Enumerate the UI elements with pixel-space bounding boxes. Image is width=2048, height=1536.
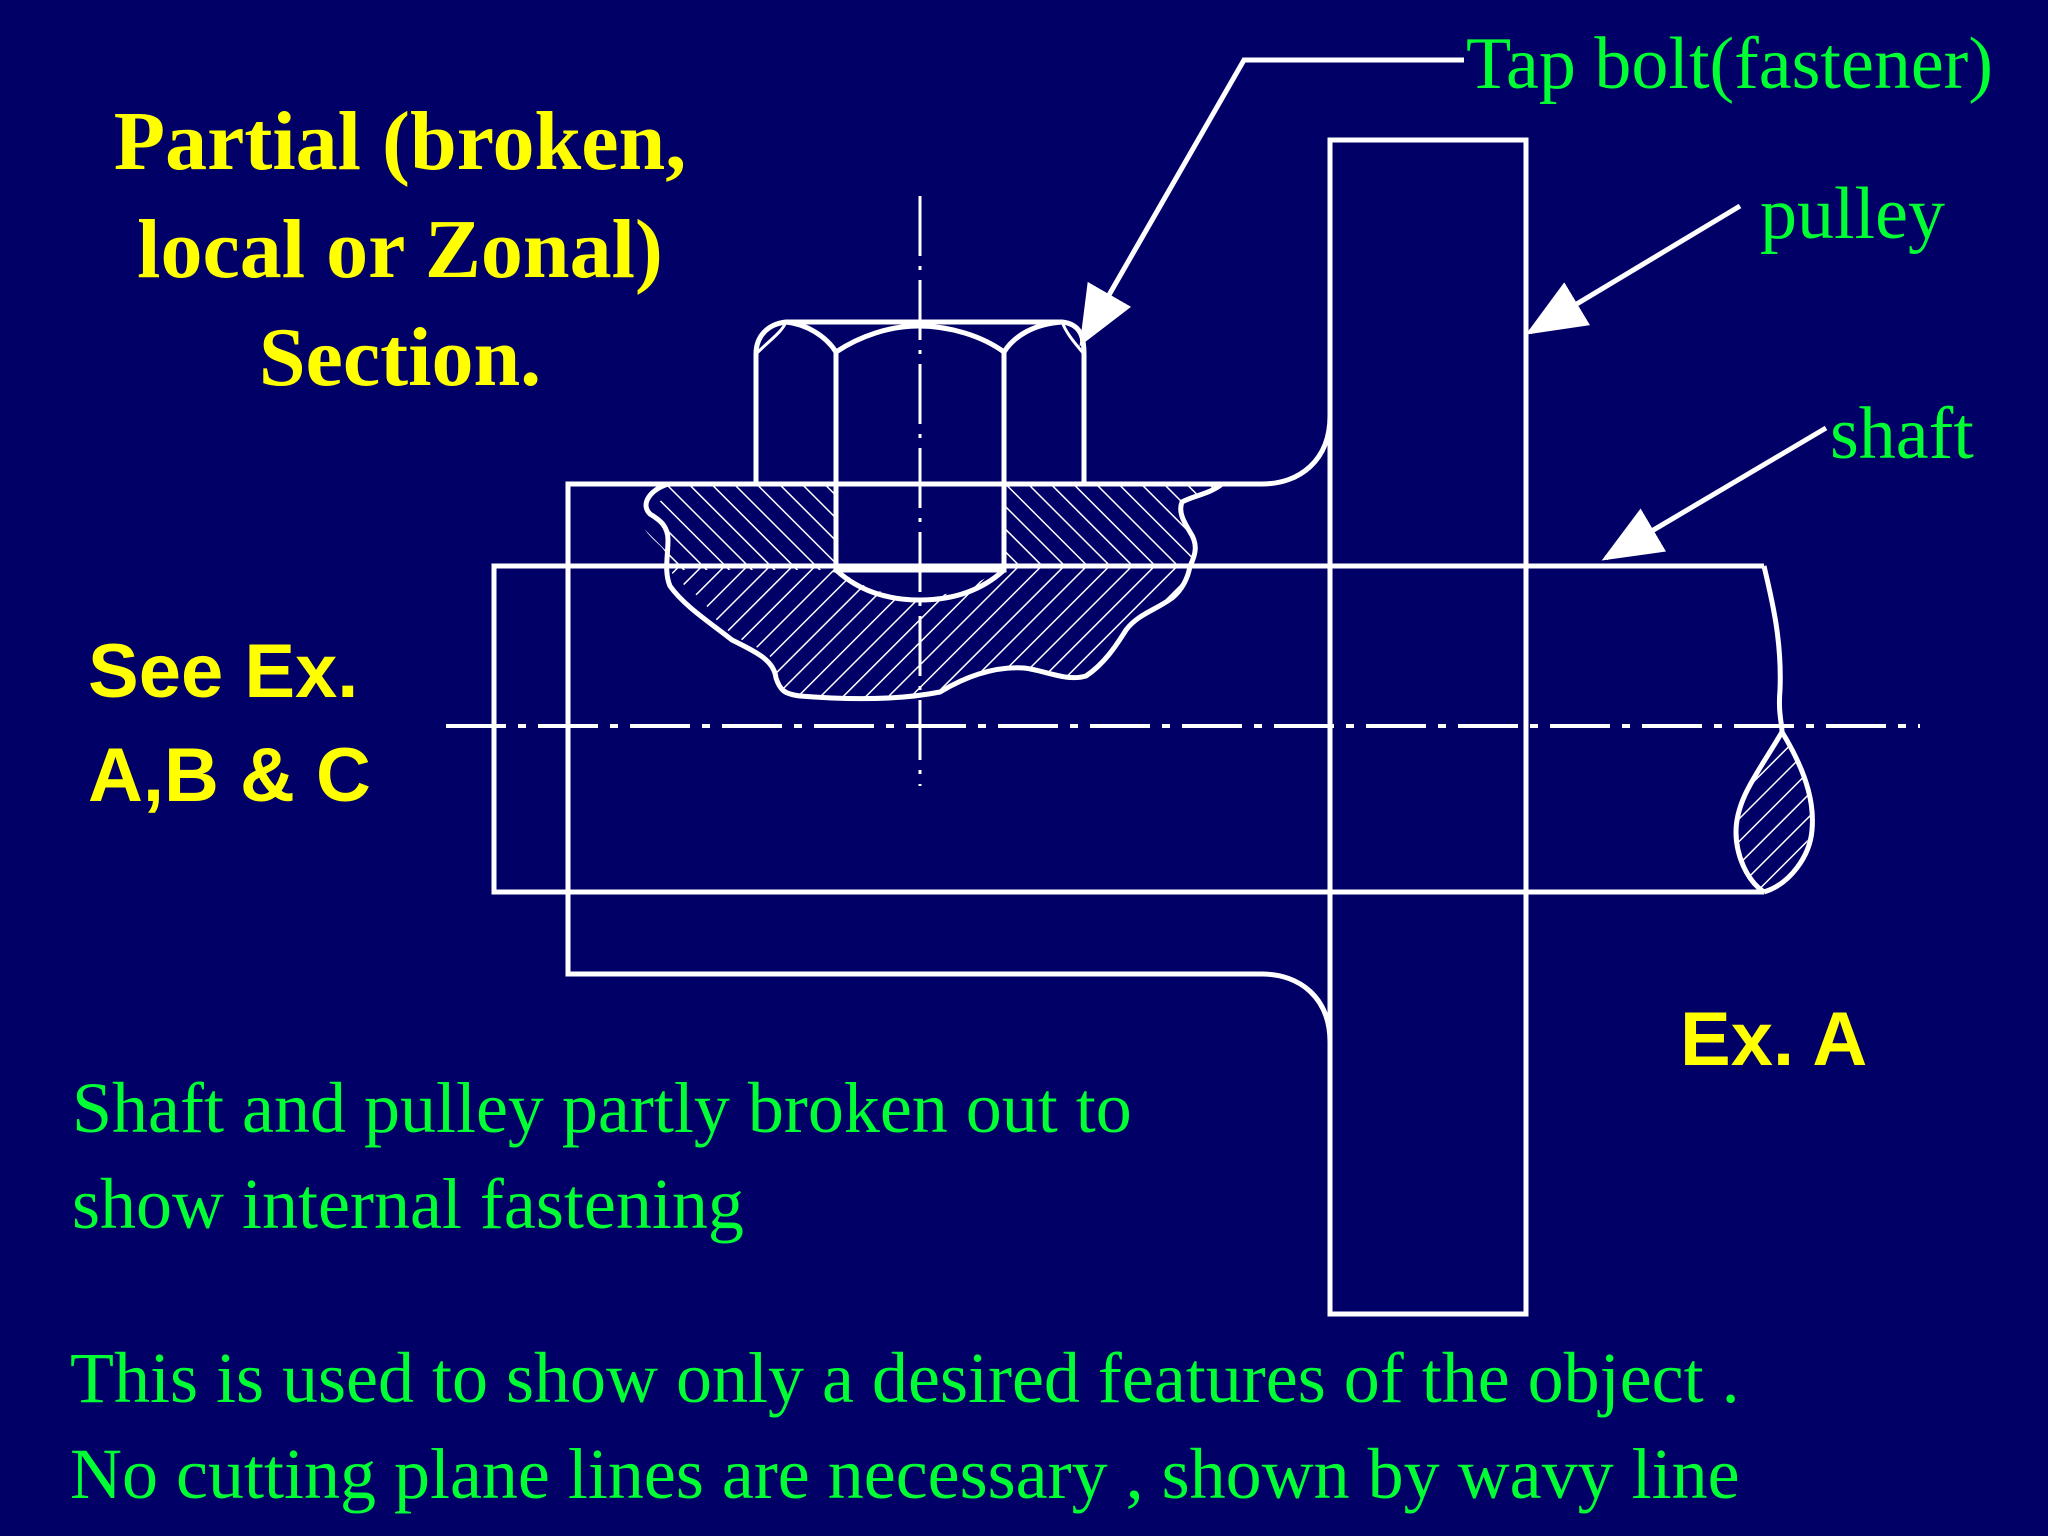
section-wavy-boundary (643, 481, 1224, 702)
reference-note: See Ex. A,B & C (88, 620, 371, 828)
pulley-hub-outline (565, 415, 1333, 1043)
example-label: Ex. A (1680, 997, 1868, 1082)
description-text: Shaft and pulley partly broken out to sh… (72, 1060, 1132, 1252)
tap-bolt-label: Tap bolt(fastener) (1466, 23, 1993, 105)
tap-bolt-leader (1079, 57, 1464, 347)
note-line-2: No cutting plane lines are necessary , s… (70, 1434, 1740, 1514)
bolt-chamfer-1 (785, 319, 1063, 356)
bolt-chamfer-2 (754, 321, 1086, 356)
pulley-leader (1525, 203, 1742, 335)
title-line-1: Partial (broken, (113, 95, 687, 188)
description-line-2: show internal fastening (72, 1164, 744, 1244)
title-line-3: Section. (258, 311, 542, 404)
title-line-2: local or Zonal) (137, 203, 663, 296)
description-line-1: Shaft and pulley partly broken out to (72, 1068, 1132, 1148)
hub-section-hatch-right (1004, 484, 1222, 566)
reference-line-1: See Ex. (88, 629, 359, 714)
hub-section-hatch (641, 484, 836, 570)
shaft-label: shaft (1830, 393, 1974, 475)
reference-line-2: A,B & C (88, 733, 371, 818)
slide-title: Partial (broken, local or Zonal) Section… (60, 88, 740, 412)
shaft-leader (1601, 425, 1828, 561)
pulley-label: pulley (1760, 173, 1945, 255)
shaft-end-hatch-outline (1733, 730, 1785, 895)
shaft-end-hatch (1736, 732, 1813, 892)
note-line-1: This is used to show only a desired feat… (70, 1338, 1740, 1418)
bolt-tip (834, 568, 1006, 603)
shaft-section-hatch (668, 566, 1190, 698)
footer-note: This is used to show only a desired feat… (70, 1330, 1740, 1522)
